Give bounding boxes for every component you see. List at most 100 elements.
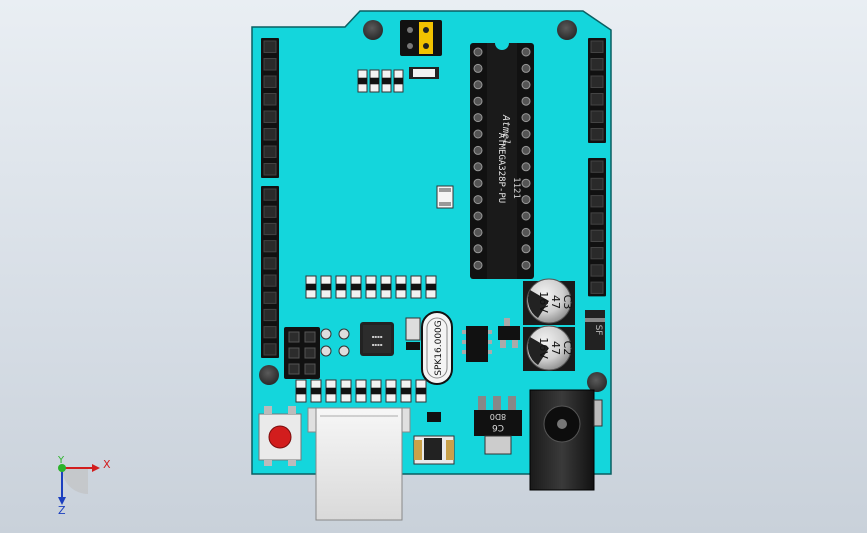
header-pin xyxy=(263,40,277,53)
header-pin xyxy=(590,75,604,88)
usb-b-connector[interactable] xyxy=(307,407,411,521)
chip-pin xyxy=(521,227,531,237)
smd-component-middle xyxy=(436,185,454,209)
chip-pin xyxy=(473,195,483,205)
cap-c2-value: 47 xyxy=(549,341,562,355)
dc-power-jack[interactable] xyxy=(529,389,603,491)
chip-pin xyxy=(473,260,483,270)
mounting-hole-bottom-right xyxy=(587,372,607,392)
via-pads xyxy=(320,328,350,357)
header-pin xyxy=(590,212,604,225)
chip-pin xyxy=(521,211,531,221)
header-pin xyxy=(590,247,604,260)
header-pin xyxy=(590,177,604,191)
crystal-label: SPK16.000G xyxy=(434,320,444,376)
cap-c3-code: C3 xyxy=(561,295,574,310)
chip-pin xyxy=(473,47,483,57)
mounting-hole-top-right xyxy=(557,20,577,40)
chip-pin xyxy=(521,162,531,172)
cap-c3-value: 47 xyxy=(549,295,562,309)
chip-pin xyxy=(473,178,483,188)
chip-pin xyxy=(473,244,483,254)
chip-pin xyxy=(473,211,483,221)
icsp-pin xyxy=(304,347,316,359)
cap-c3-voltage: 16V xyxy=(537,291,550,313)
chip-pin xyxy=(521,96,531,106)
mounting-hole-bottom-left xyxy=(259,365,279,385)
icsp-pin xyxy=(288,331,300,343)
header-pin xyxy=(263,163,277,176)
regulator-id: 8D0 xyxy=(490,412,506,421)
chip-pin xyxy=(521,195,531,205)
header-pin xyxy=(263,93,277,106)
header-pin xyxy=(590,281,604,294)
left-header-top xyxy=(261,38,279,178)
icsp-pin xyxy=(288,347,300,359)
header-pin xyxy=(263,145,277,158)
header-pin xyxy=(263,291,277,304)
chip-pin xyxy=(473,113,483,123)
header-pin xyxy=(590,40,604,53)
axis-y-label: Y xyxy=(57,455,65,466)
chip-label-model: ATMEGA328P-PU xyxy=(496,133,506,203)
sot23-transistor xyxy=(498,318,520,348)
cap-c2-code: C2 xyxy=(561,341,574,356)
coordinate-triad: X Y Z xyxy=(57,455,111,517)
smd-inductor xyxy=(405,317,421,350)
smd-diode: SF xyxy=(585,310,605,350)
header-pin xyxy=(263,205,277,218)
chip-pin xyxy=(473,80,483,90)
chip-pin xyxy=(521,145,531,155)
smd-row-bottom xyxy=(295,379,427,403)
chip-pin xyxy=(521,63,531,73)
icsp-pin xyxy=(304,363,316,375)
smd-transistor-small xyxy=(413,412,455,465)
crystal-oscillator: SPK16.000G xyxy=(421,311,453,385)
cap-c2-voltage: 16V xyxy=(537,337,550,359)
smd-array-top xyxy=(357,69,404,93)
chip-label-date: 1121 xyxy=(511,177,521,199)
header-pin xyxy=(263,128,277,141)
top-jumper-header xyxy=(400,20,442,56)
header-pin xyxy=(263,110,277,123)
header-pin xyxy=(263,188,277,201)
diode-label: SF xyxy=(593,325,603,336)
header-pin xyxy=(590,195,604,208)
soic-ic-small xyxy=(462,326,492,362)
chip-pin xyxy=(473,227,483,237)
voltage-regulator: C6 8D0 xyxy=(474,396,522,455)
usb-interface-chip: ▪▪▪▪ ▪▪▪▪ xyxy=(360,322,394,356)
chip-pin xyxy=(473,96,483,106)
chip-pin xyxy=(521,47,531,57)
mounting-hole-top-left xyxy=(363,20,383,40)
chip-pin xyxy=(473,63,483,73)
right-header-bottom xyxy=(588,158,606,297)
header-pin xyxy=(263,222,277,236)
header-pin xyxy=(263,326,277,339)
regulator-code: C6 xyxy=(492,422,504,432)
header-pin xyxy=(263,343,277,356)
header-pin xyxy=(263,274,277,287)
header-pin xyxy=(590,93,604,106)
smd-row-middle xyxy=(305,275,437,299)
header-pin xyxy=(590,110,604,123)
header-pin xyxy=(590,264,604,277)
chip-pin xyxy=(521,113,531,123)
chip-pin xyxy=(473,129,483,139)
icsp-pin xyxy=(304,331,316,343)
smd-resistor-top xyxy=(409,67,439,79)
chip-pin xyxy=(521,244,531,254)
svg-text:▪▪▪▪: ▪▪▪▪ xyxy=(372,334,383,339)
axis-x-label: X xyxy=(103,458,111,471)
header-pin xyxy=(263,58,277,71)
header-pin xyxy=(263,257,277,270)
header-pin xyxy=(263,308,277,322)
reset-button[interactable] xyxy=(258,406,302,466)
chip-pin xyxy=(473,162,483,172)
chip-pin xyxy=(521,178,531,188)
header-pin xyxy=(590,128,604,141)
svg-text:▪▪▪▪: ▪▪▪▪ xyxy=(372,342,383,347)
header-pin xyxy=(263,240,277,253)
header-pin xyxy=(263,75,277,88)
